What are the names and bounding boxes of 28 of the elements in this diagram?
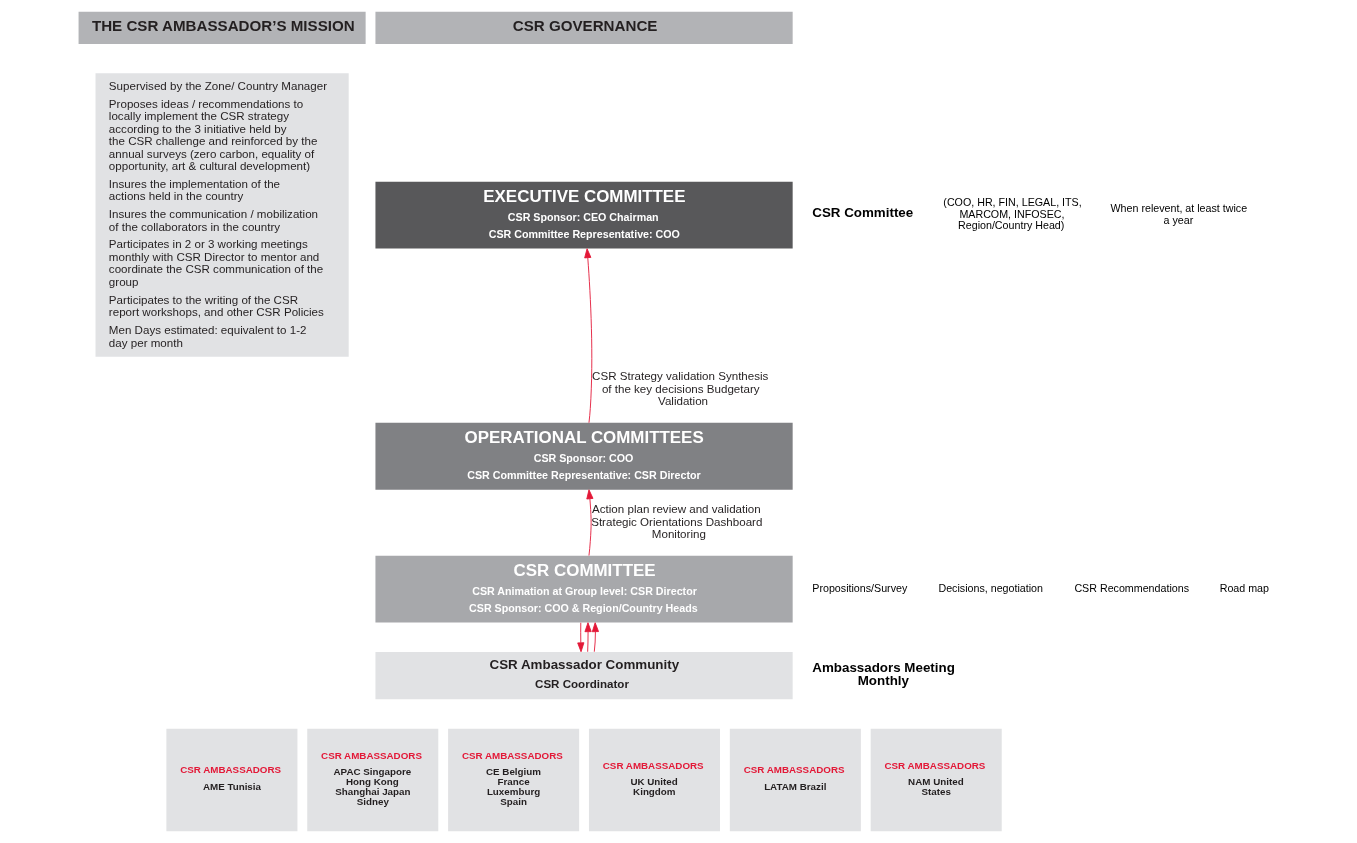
arrow — [583, 248, 592, 424]
arrow — [576, 622, 584, 653]
node-box: CSR Ambassador Community CSR Coordinator — [374, 651, 793, 700]
arrow — [585, 489, 593, 556]
node-box: EXECUTIVE COMMITTEE CSR Sponsor: CEO Chairman CSR Committee Representative: COO — [374, 181, 793, 249]
label: Ambassadors Meeting Monthly — [811, 660, 955, 689]
edge-label: CSR Strategy validation Synthesis of the key decisions Budgetary Validation — [591, 370, 768, 408]
label: CSR Recommendations — [1073, 581, 1189, 594]
node-box: CSR COMMITTEE CSR Animation at Group level: CSR Director CSR Sponsor: COO & Region/Country Heads — [374, 555, 793, 623]
node-box: CSR AMBASSADORS UK United Kingdom — [588, 728, 720, 832]
label: Decisions, negotiation — [937, 581, 1043, 594]
node-box: Supervised by the Zone/ Country Manager Proposes ideas / recommendations to locally implement the CSR strategy according to the 3 initiative held by the CSR challenge and reinforced by the annual surveys (zero carbon, equality of opportunity, art & cultural development) Insures the implementation of the actions held in the country Insures the communication / mobilization of the collaborators in the country Participates in 2 or 3 working meetings monthly with CSR Director to mentor and coordinate the CSR communication of the group Participates to the writing of the CSR report workshops, and other CSR Policies Men Days estimated: equivalent to 1-2 day per month — [95, 73, 349, 357]
node-box: CSR AMBASSADORS AME Tunisia — [165, 728, 297, 832]
label: When relevent, at least twice a year — [1109, 202, 1247, 226]
label: (COO, HR, FIN, LEGAL, ITS, MARCOM, INFOSEC, Region/Country Head) — [942, 196, 1082, 232]
label: Road map — [1219, 581, 1269, 594]
arrow — [584, 622, 592, 653]
label: CSR Committee — [811, 205, 913, 221]
edge-label: Action plan review and validation Strategic Orientations Dashboard Monitoring — [590, 503, 762, 541]
arrow — [591, 622, 599, 653]
node-box: CSR AMBASSADORS LATAM Brazil — [729, 728, 861, 832]
node-box: CSR GOVERNANCE — [374, 11, 793, 44]
node-box: CSR AMBASSADORS NAM United States — [870, 728, 1002, 832]
node-box: THE CSR AMBASSADOR’S MISSION — [78, 11, 366, 44]
node-box: OPERATIONAL COMMITTEES CSR Sponsor: COO CSR Committee Representative: CSR Director — [374, 422, 793, 490]
label: Propositions/Survey — [811, 581, 907, 594]
node-box: CSR AMBASSADORS CE Belgium France Luxemburg Spain — [447, 728, 579, 832]
node-box: CSR AMBASSADORS APAC Singapore Hong Kong Shanghai Japan Sidney — [306, 728, 438, 832]
